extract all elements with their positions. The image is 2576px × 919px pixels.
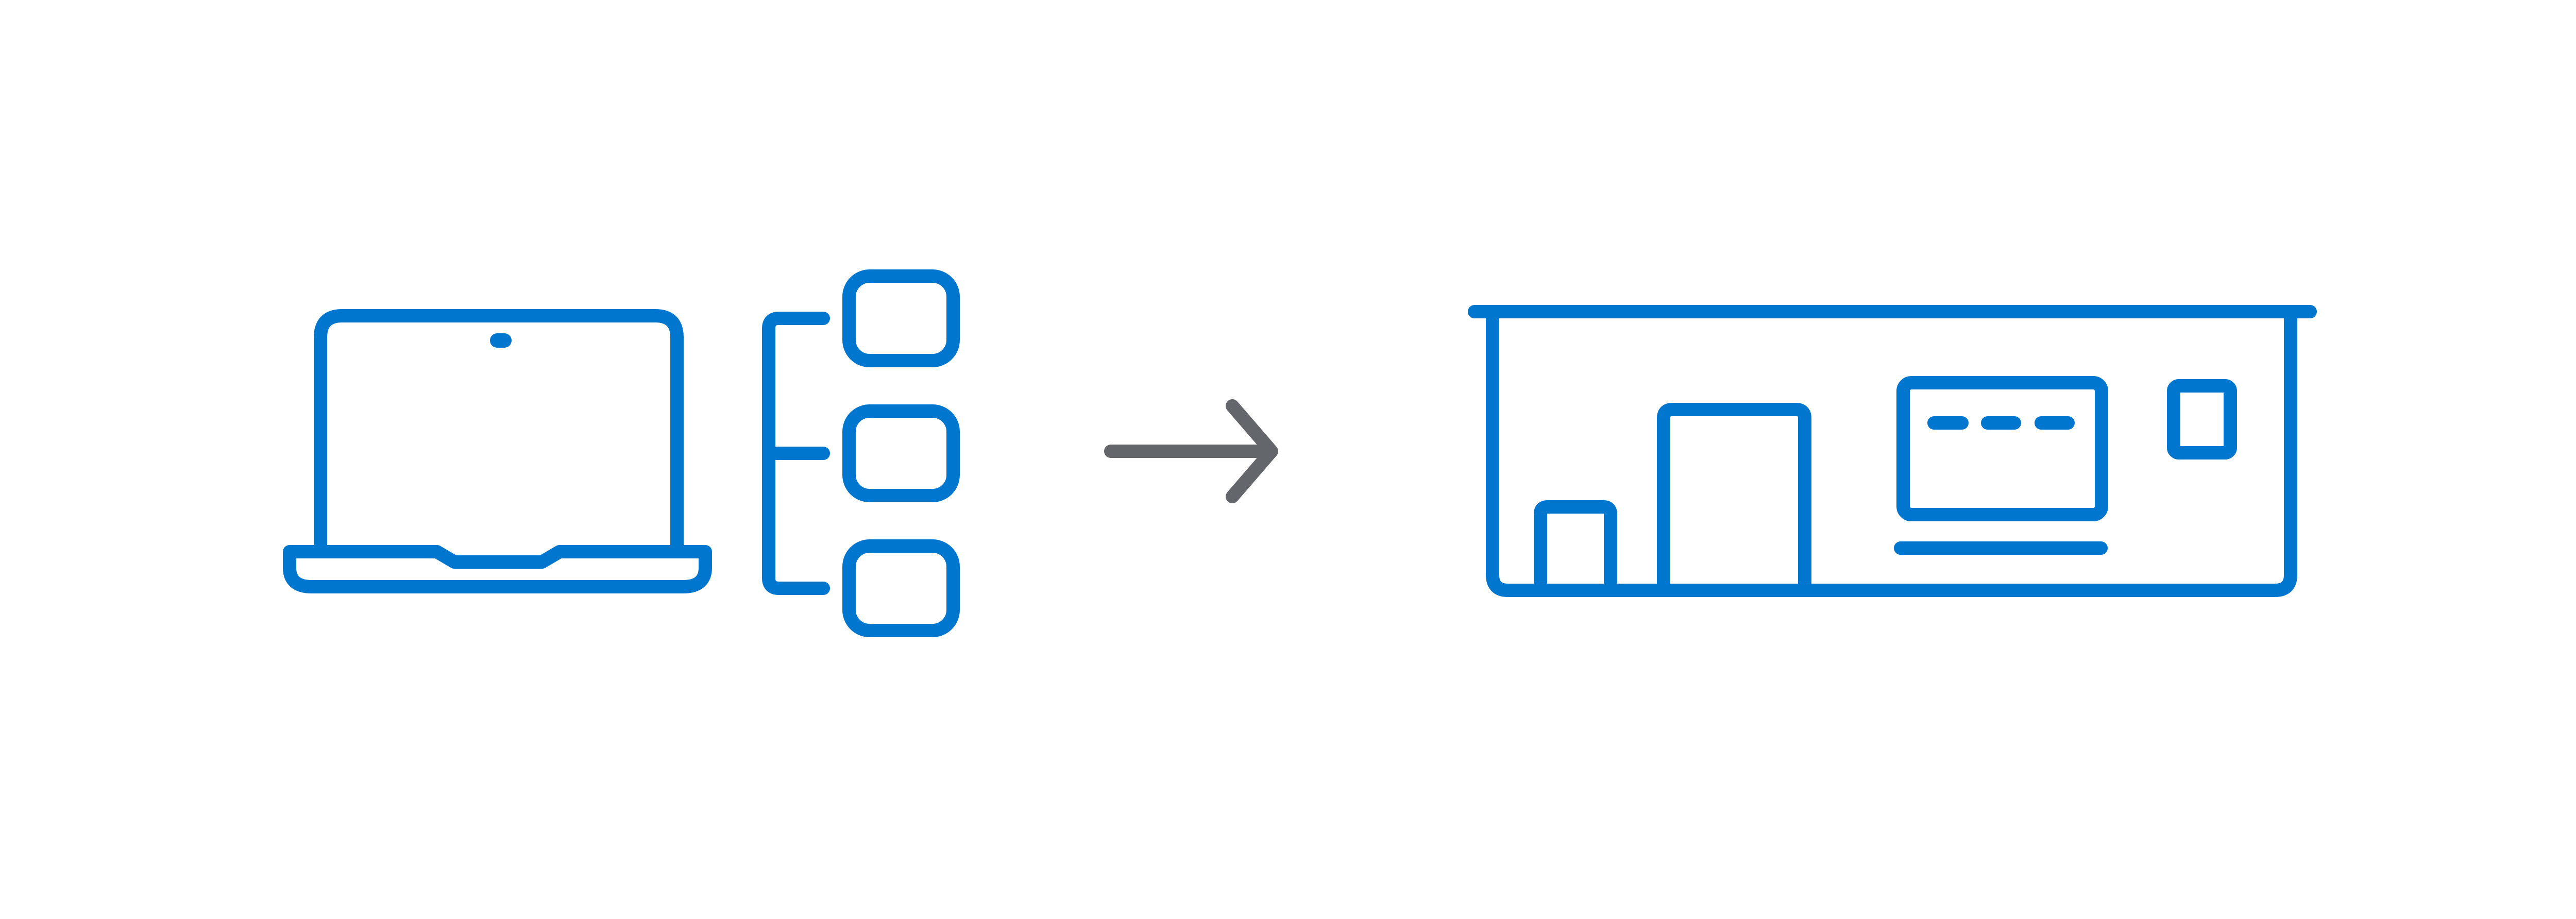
hierarchy-icon [762,269,960,637]
building-walls-floor [1486,315,2297,597]
laptop-screen [314,309,684,552]
building-sign-dashes [1927,416,2075,430]
hierarchy-node-middle [842,404,960,502]
arrow-head [1226,399,1278,503]
sign-dash-3 [2035,416,2075,430]
hierarchy-connector-lines [762,312,830,595]
building-icon [1468,305,2317,597]
arrow-right-icon [1104,399,1278,503]
building-crate [1534,500,1617,590]
laptop-icon [283,309,712,593]
laptop-base [283,545,712,593]
building-door [1657,403,1811,590]
hierarchy-node-bottom [842,539,960,637]
building-sign [1896,376,2108,521]
hierarchy-node-top [842,269,960,367]
building-window [2167,379,2237,460]
laptop-camera-icon [490,333,512,348]
sign-dash-1 [1927,416,1969,430]
sign-dash-2 [1981,416,2021,430]
